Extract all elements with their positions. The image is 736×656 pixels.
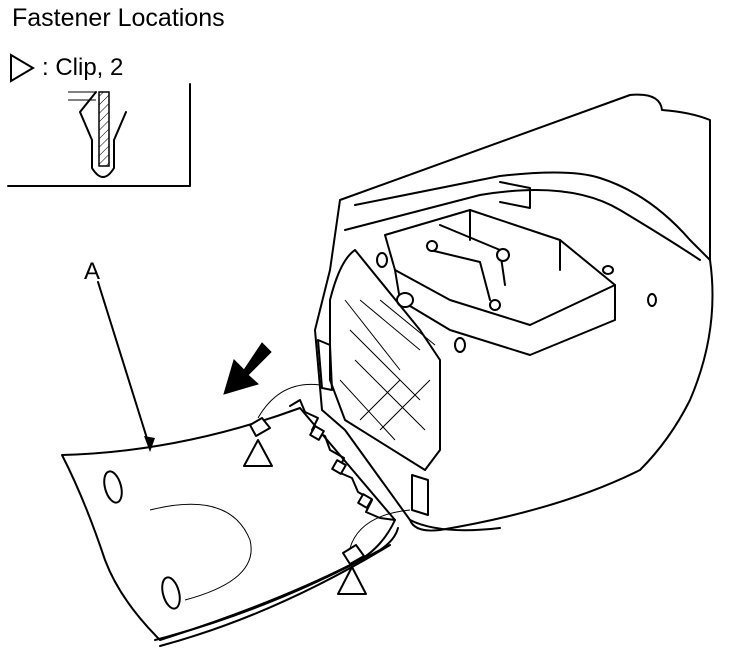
removal-direction-arrow <box>223 342 272 395</box>
diagram-title: Fastener Locations <box>12 4 225 32</box>
leader-arrowhead <box>144 436 155 452</box>
clip-marker-upper <box>243 439 273 467</box>
console-body <box>314 93 714 532</box>
clip-marker-lower <box>337 566 367 595</box>
leader-line-a <box>97 281 151 449</box>
clip-upper <box>249 417 271 437</box>
clip-legend-text: : Clip, 2 <box>42 54 124 81</box>
lower-cover-panel <box>61 383 411 647</box>
clip-lower <box>342 544 365 565</box>
part-label-a: A <box>84 258 101 285</box>
clip-legend: : Clip, 2 <box>8 52 123 84</box>
triangle-outline-icon <box>10 53 35 83</box>
clip-detail-inset <box>7 83 191 187</box>
